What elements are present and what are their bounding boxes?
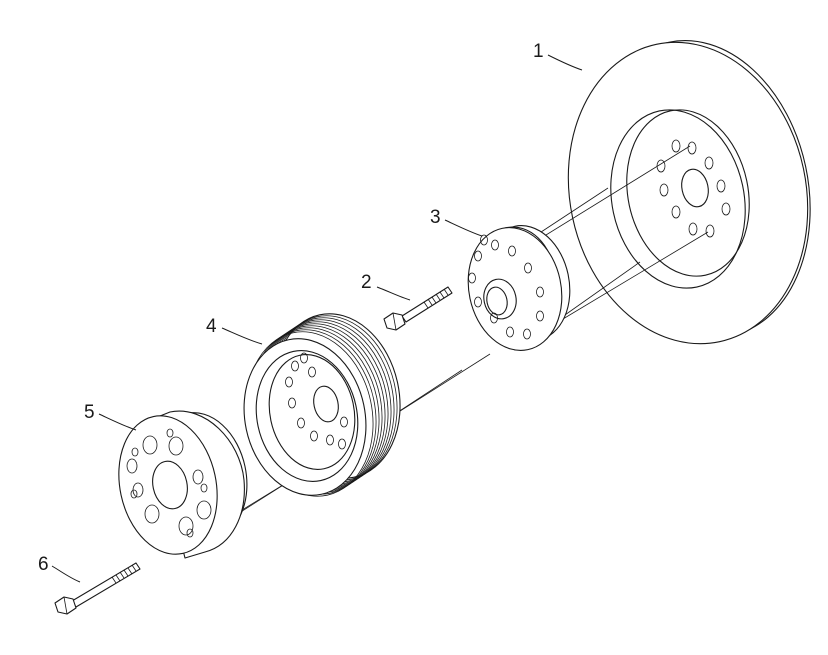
part-6-thread — [111, 564, 137, 584]
callout-1: 1 — [533, 41, 544, 62]
part-1-damper-disc — [567, 40, 811, 345]
part-1-bolt-holes — [656, 139, 731, 238]
part-5-spacer — [118, 410, 248, 559]
part-5-holes — [126, 428, 212, 538]
callout-3: 3 — [430, 207, 441, 228]
callout-6: 6 — [38, 554, 49, 575]
callout-leaders — [51, 54, 583, 583]
part-2-thread — [423, 288, 449, 309]
part-4-grooved-pulley — [243, 313, 401, 497]
callout-4: 4 — [206, 316, 217, 337]
callout-2: 2 — [361, 272, 372, 293]
part-3-flanged-hub — [467, 225, 571, 351]
callout-5: 5 — [84, 402, 95, 423]
part-2-bolt — [383, 286, 453, 331]
part-3-bolt-holes — [468, 234, 544, 340]
part-4-bolt-holes — [285, 352, 348, 450]
part-6-bolt — [54, 562, 141, 615]
